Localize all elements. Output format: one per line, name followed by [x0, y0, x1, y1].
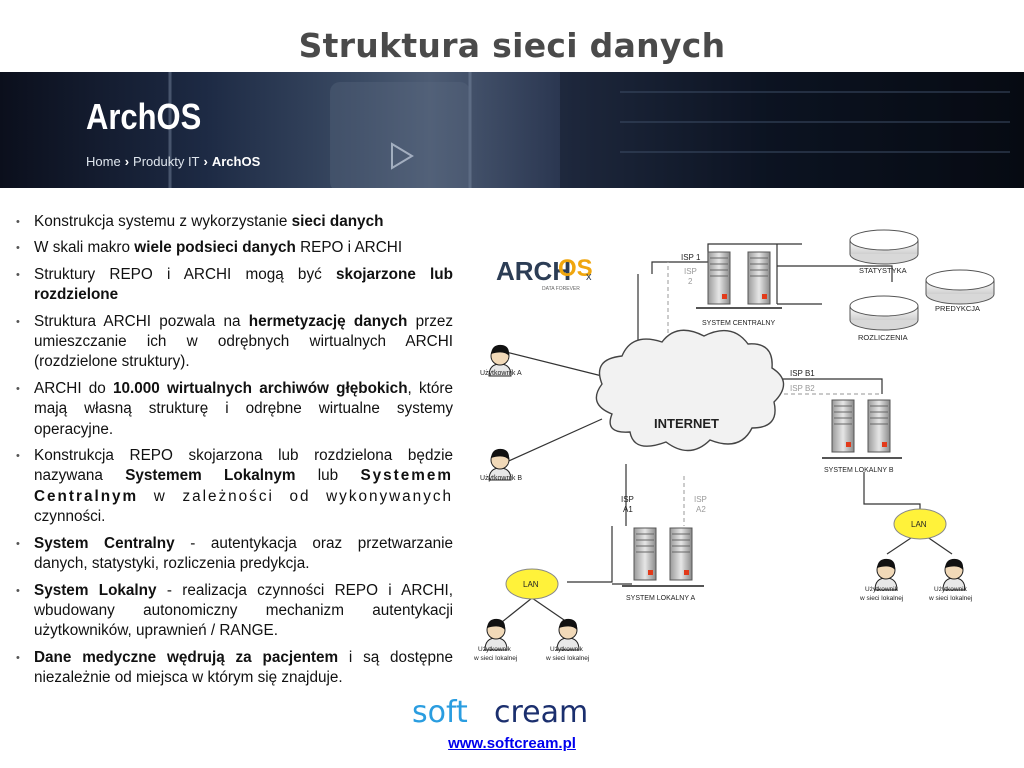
bullet-emphasis: sieci danych: [291, 213, 384, 230]
bullet-text: Struktura ARCHI pozwala na: [34, 312, 249, 330]
bullet-list: Konstrukcja systemu z wykorzystanie siec…: [16, 212, 453, 695]
banner-server-graphic: [168, 72, 1020, 188]
website-link[interactable]: www.softcream.pl: [448, 735, 576, 752]
archos-logo: ARCH OS x DATA FOREVER: [496, 255, 593, 292]
breadcrumb-produkty[interactable]: Produkty IT: [133, 154, 200, 169]
central-server-1: [707, 251, 731, 305]
ispa1-label: ISP: [621, 495, 634, 504]
bullet-emphasis: skojarzone lub rozdzielone: [34, 265, 453, 304]
bullet-text: - realizacja czynności REPO i ARCHI, wbu…: [34, 581, 453, 640]
ispa2-num-label: A2: [696, 505, 706, 514]
local-a-server-1: [633, 527, 657, 581]
ispb1-label: ISP B1: [790, 369, 815, 378]
bullet-item: W skali makro wiele podsieci danych REPO…: [16, 238, 453, 259]
bullet-text: w zależności od wykonywanych: [138, 487, 453, 505]
ispb2-label: ISP B2: [790, 384, 815, 393]
breadcrumb: Home›Produkty IT›ArchOS: [86, 154, 260, 169]
predykcja-label: PREDYKCJA: [935, 304, 980, 313]
statystyka-db: [849, 229, 919, 265]
bullet-emphasis: Systemem Centralnym: [34, 467, 453, 505]
breadcrumb-home[interactable]: Home: [86, 154, 121, 169]
logo-soft-text: soft: [412, 695, 468, 730]
user-a-label: Użytkownik A: [480, 370, 522, 377]
bullet-text: W skali makro: [34, 239, 135, 257]
lan-a-label: LAN: [523, 580, 539, 589]
banner-heading: ArchOS: [86, 96, 202, 137]
bullet-text: ARCHI do: [34, 379, 114, 397]
bullet-text: czynności.: [34, 508, 106, 526]
bullet-emphasis: Systemem Lokalnym: [125, 467, 296, 485]
network-diagram: ARCH OS x DATA FOREVER INTERNET ISP 1 IS…: [473, 229, 995, 662]
bullet-text: lub: [295, 467, 361, 485]
ispa1-num-label: A1: [623, 505, 633, 514]
bullet-text: REPO i ARCHI: [295, 239, 403, 257]
ispa2-label: ISP: [694, 495, 707, 504]
user-local-a1-label: Użytkownik: [478, 646, 512, 653]
user-local-a1-sub: w sieci lokalnej: [473, 655, 517, 662]
isp2-label: ISP: [684, 267, 697, 276]
local-b-server-1: [831, 399, 855, 453]
bullet-item: Konstrukcja systemu z wykorzystanie siec…: [16, 212, 453, 233]
user-local-b1-sub: w sieci lokalnej: [859, 595, 903, 602]
predykcja-db: [925, 269, 995, 305]
user-local-b1-label: Użytkownik: [865, 586, 899, 593]
bullet-emphasis: System Lokalny: [34, 581, 157, 599]
bullet-item: Dane medyczne wędrują za pacjentem i są …: [16, 648, 453, 689]
logo-x: x: [586, 271, 592, 283]
lan-b: [893, 508, 947, 540]
isp1-label: ISP 1: [681, 253, 701, 262]
logo-os: OS: [558, 255, 593, 282]
local-b-server-2: [867, 399, 891, 453]
bullet-emphasis: hermetyzację danych: [248, 312, 408, 330]
logo-cream-text: cream: [494, 695, 588, 730]
bullet-emphasis: 10.000 wirtualnych archiwów głębokich: [113, 379, 408, 397]
bullet-text: przez umieszczanie ich w odrębnych wirtu…: [34, 312, 454, 371]
bullet-text: Konstrukcja systemu z wykorzystanie: [34, 213, 292, 230]
bullet-text: Struktury REPO i ARCHI mogą być: [34, 265, 336, 283]
banner: ArchOS Home›Produkty IT›ArchOS: [0, 72, 1024, 188]
bullet-item: Struktury REPO i ARCHI mogą być skojarzo…: [16, 265, 453, 306]
system-lokalny-b-label: SYSTEM LOKALNY B: [824, 467, 894, 474]
softcream-logo: soft cream: [412, 695, 588, 730]
user-local-b2-label: Użytkownik: [934, 586, 968, 593]
local-a-server-2: [669, 527, 693, 581]
bullet-item: Konstrukcja REPO skojarzona lub rozdziel…: [16, 446, 453, 528]
user-local-a2-sub: w sieci lokalnej: [545, 655, 589, 662]
lan-b-label: LAN: [911, 520, 927, 529]
logo-tagline: DATA FOREVER: [542, 286, 580, 292]
bullet-text: i są dostępne niezależnie od miejsca w k…: [34, 648, 453, 687]
bullet-item: System Centralny - autentykacja oraz prz…: [16, 534, 453, 575]
statystyka-label: STATYSTYKA: [859, 266, 907, 275]
lan-a: [505, 568, 559, 600]
breadcrumb-current: ArchOS: [211, 154, 261, 169]
internet-label: INTERNET: [654, 416, 719, 431]
bullet-emphasis: Dane medyczne wędrują za pacjentem: [34, 648, 339, 666]
bullet-item: System Lokalny - realizacja czynności RE…: [16, 581, 453, 642]
central-server-2: [747, 251, 771, 305]
chevron-right-icon: ›: [203, 154, 208, 169]
user-local-b2-sub: w sieci lokalnej: [928, 595, 972, 602]
bullet-item: ARCHI do 10.000 wirtualnych archiwów głę…: [16, 379, 453, 440]
bullet-item: Struktura ARCHI pozwala na hermetyzację …: [16, 312, 453, 373]
bullet-emphasis: wiele podsieci danych: [134, 239, 296, 257]
bullet-emphasis: System Centralny: [34, 534, 175, 552]
user-b-label: Użytkownik B: [480, 475, 522, 482]
bullet-text: - autentykacja oraz przetwarzanie danych…: [34, 534, 453, 573]
internet-cloud: [595, 329, 785, 452]
system-centralny-label: SYSTEM CENTRALNY: [702, 320, 775, 327]
page-title: Struktura sieci danych: [298, 26, 726, 65]
rozliczenia-db: [849, 295, 919, 331]
bullet-text: , które mają własną strukturę i odrębne …: [34, 379, 454, 438]
isp2-num-label: 2: [688, 277, 693, 286]
user-local-a2-label: Użytkownik: [550, 646, 584, 653]
chevron-right-icon: ›: [124, 154, 130, 169]
system-lokalny-a-label: SYSTEM LOKALNY A: [626, 595, 695, 602]
logo-arch: ARCH: [496, 256, 571, 286]
rozliczenia-label: ROZLICZENIA: [858, 333, 908, 342]
bullet-text: Konstrukcja REPO skojarzona lub rozdziel…: [34, 447, 453, 485]
